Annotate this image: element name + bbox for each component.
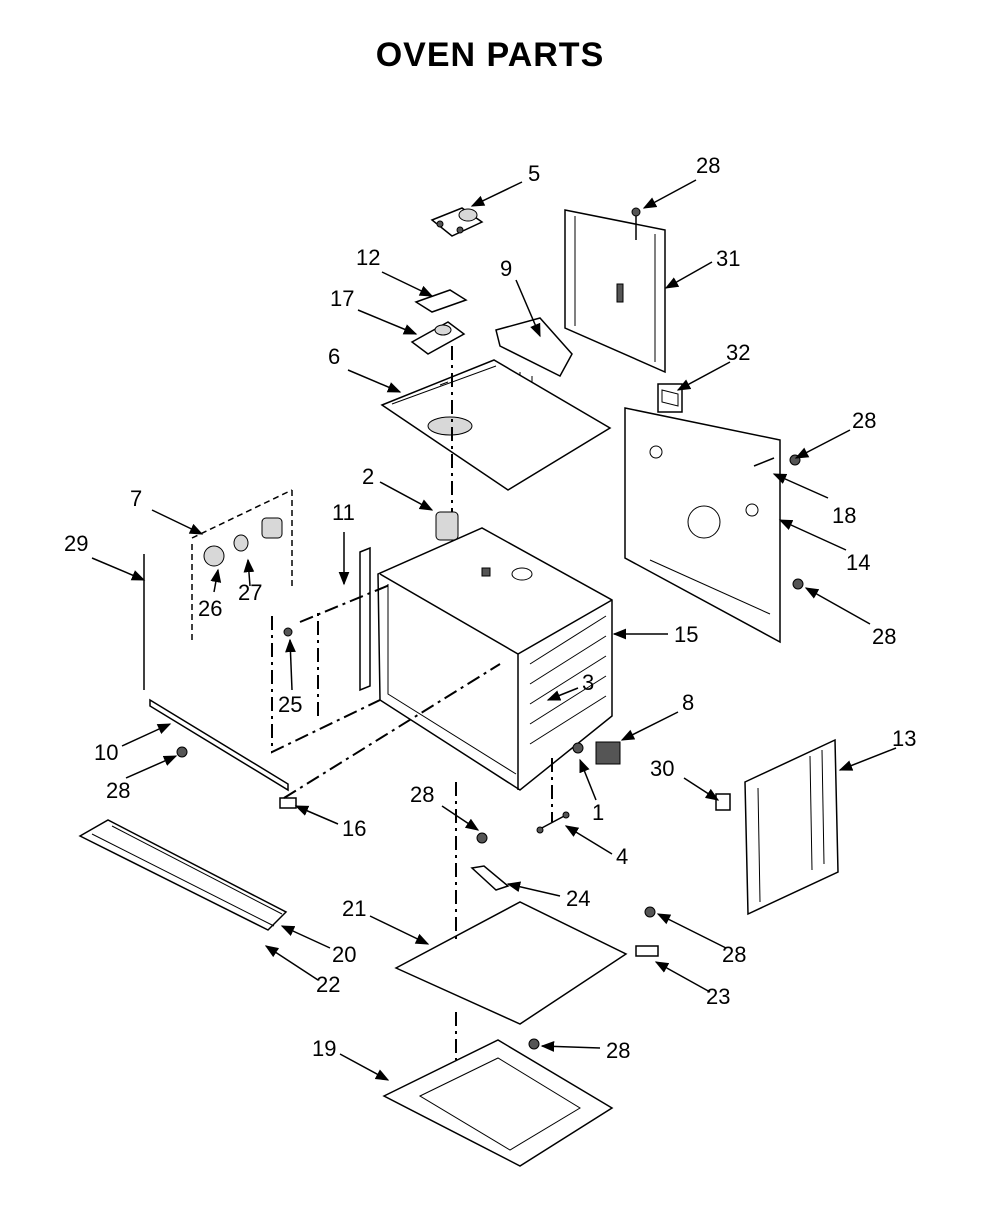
part-30-clip [715, 793, 731, 811]
callout-24: 24 [566, 886, 590, 911]
callout-8: 8 [682, 690, 694, 715]
callout-12: 12 [356, 245, 380, 270]
callout-20: 20 [332, 942, 356, 967]
callout-28-bottom-right: 28 [722, 942, 746, 967]
callout-28-right-upper: 28 [852, 408, 876, 433]
callout-13: 13 [892, 726, 916, 751]
callout-28-right-lower: 28 [872, 624, 896, 649]
callout-29: 29 [64, 531, 88, 556]
part-20-front-rail [78, 819, 288, 931]
callout-15: 15 [674, 622, 698, 647]
callout-10: 10 [94, 740, 118, 765]
callout-26: 26 [198, 596, 222, 621]
callout-28-center: 28 [410, 782, 434, 807]
oven-cavity [359, 527, 613, 791]
part-10-front-trim [149, 698, 289, 792]
callout-30: 30 [650, 756, 674, 781]
part-19-bottom-tray [382, 1039, 614, 1167]
part-24-bracket [470, 865, 510, 891]
part-16-clip [279, 797, 297, 809]
callout-labels: 5 28 31 12 9 17 6 32 28 2 18 7 11 14 29 … [64, 153, 916, 1063]
callout-7: 7 [130, 486, 142, 511]
part-32-bracket [657, 383, 683, 413]
callout-28-bottom: 28 [606, 1038, 630, 1063]
callout-9: 9 [500, 256, 512, 281]
callout-28-left: 28 [106, 778, 130, 803]
callout-17: 17 [330, 286, 354, 311]
callout-5: 5 [528, 161, 540, 186]
part-8-connector [595, 741, 621, 765]
callout-23: 23 [706, 984, 730, 1009]
part-23-clip [635, 945, 659, 957]
callout-6: 6 [328, 344, 340, 369]
part-12-bracket [414, 289, 468, 313]
callout-11: 11 [332, 500, 355, 525]
part-17-bracket [410, 321, 466, 355]
callout-arrows [91, 179, 897, 1081]
callout-14: 14 [846, 550, 870, 575]
page-title: OVEN PARTS [375, 36, 605, 74]
callout-22: 22 [316, 972, 340, 997]
callout-4: 4 [616, 844, 628, 869]
part-6-top-cover [380, 359, 612, 491]
part-21-bottom-panel [394, 901, 628, 1025]
part-14-side-panel [624, 407, 781, 644]
callout-3: 3 [582, 670, 594, 695]
callout-18: 18 [832, 503, 856, 528]
callout-25: 25 [278, 692, 302, 717]
callout-32: 32 [726, 340, 750, 365]
callout-2: 2 [362, 464, 374, 489]
callout-1: 1 [592, 800, 604, 825]
callout-27: 27 [238, 580, 262, 605]
part-31-rear-panel [564, 209, 666, 374]
part-5-thermostat [430, 207, 484, 237]
part-13-side-panel [744, 738, 839, 916]
assembly-lines [271, 346, 553, 1060]
part-7-knob-panel [191, 489, 293, 640]
part-2-motor [435, 511, 459, 541]
callout-28-top: 28 [696, 153, 720, 178]
callout-19: 19 [312, 1036, 336, 1061]
callout-21: 21 [342, 896, 366, 921]
callout-31: 31 [716, 246, 740, 271]
callout-16: 16 [342, 816, 366, 841]
